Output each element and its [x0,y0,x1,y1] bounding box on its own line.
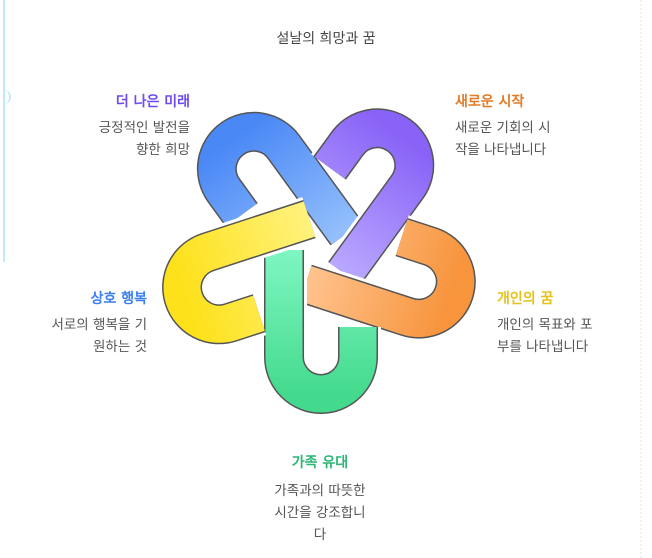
desc-line: 시간을 강조합니 [274,505,366,521]
link-yellow-shape [163,201,316,343]
desc-line: 부를 나타냅니다 [497,339,589,355]
link-purple-shape [314,109,433,285]
desc-line: 서로의 행복을 기 [51,317,147,333]
desc-line: 다 [313,527,327,543]
desc-line: 새로운 기회의 시 [455,120,551,136]
desc-line: 긍정적인 발전을 [98,120,190,136]
heading-mutual-happiness: 상호 행복 [90,291,147,307]
desc-line: 작을 나타냅니다 [455,142,547,158]
desc-mutual-happiness: 서로의 행복을 기 원하는 것 [51,314,147,358]
left-border-notch [3,90,11,104]
link-blue [193,108,366,248]
desc-line: 원하는 것 [93,339,147,355]
desc-line: 가족과의 따뜻한 [274,483,366,499]
link-orange-shape [299,219,475,338]
desc-line: 개인의 목표와 포 [497,317,593,333]
right-border [640,0,642,558]
desc-line: 향한 희망 [136,142,190,158]
diagram-title: 설날의 희망과 꿈 [276,31,376,47]
desc-better-future: 긍정적인 발전을 향한 희망 [99,117,190,161]
link-yellow [159,197,317,348]
link-blue-shape [198,113,362,245]
desc-family-bond: 가족과의 따뜻한 시간을 강조합니 다 [250,480,390,546]
left-border [3,0,5,262]
heading-new-start: 새로운 시작 [455,94,525,110]
desc-personal-dream: 개인의 목표와 포 부를 나타냅니다 [497,314,593,358]
link-green [261,250,381,417]
heading-better-future: 더 나은 미래 [115,94,190,110]
heading-family-bond: 가족 유대 [291,455,349,471]
desc-new-start: 새로운 기회의 시 작을 나타냅니다 [455,117,551,161]
heading-personal-dream: 개인의 꿈 [497,291,554,307]
link-green-shape [265,250,377,413]
link-purple [311,105,438,288]
link-orange [298,215,479,342]
